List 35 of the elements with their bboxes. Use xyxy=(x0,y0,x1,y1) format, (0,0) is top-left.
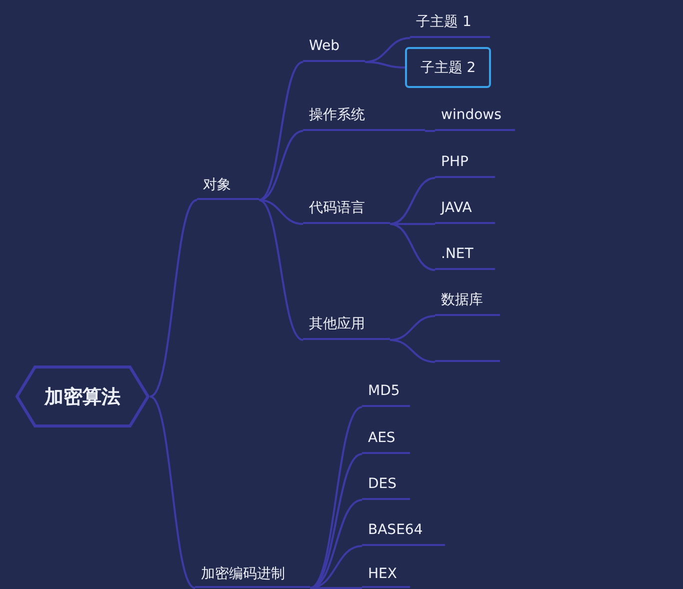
topic-label: .NET xyxy=(435,240,495,270)
branch-line xyxy=(425,130,435,132)
branch-line xyxy=(390,223,435,225)
topic-label: 代码语言 xyxy=(303,194,390,224)
topic-label: windows xyxy=(435,101,515,131)
topic-label: MD5 xyxy=(362,377,410,407)
topic-label: DES xyxy=(362,470,410,500)
branch-line xyxy=(364,61,406,68)
topic-label: HEX xyxy=(362,562,410,588)
topic-label: 子主题 1 xyxy=(410,8,490,38)
selected-topic-box: 子主题 2 xyxy=(405,47,491,88)
branch-line xyxy=(310,499,362,589)
branch-line xyxy=(390,223,436,271)
topic-label: BASE64 xyxy=(362,516,445,546)
branch-line xyxy=(390,339,436,363)
branch-line xyxy=(309,406,363,589)
branch-line xyxy=(149,396,196,589)
branch-line xyxy=(258,61,304,201)
topic-label: JAVA xyxy=(435,194,495,224)
topic-label: 加密编码进制 xyxy=(195,562,310,588)
topic-label: PHP xyxy=(435,148,495,178)
topic-label: Web xyxy=(303,32,365,62)
branch-line xyxy=(390,177,436,225)
topic-label: 其他应用 xyxy=(303,310,390,340)
topic-label: 对象 xyxy=(197,172,259,200)
branch-line xyxy=(310,453,362,589)
topic-label: AES xyxy=(362,424,410,454)
branch-line xyxy=(258,199,304,225)
topic-label: 数据库 xyxy=(435,286,500,316)
branch-line xyxy=(149,199,198,398)
branch-line xyxy=(310,587,362,589)
central-topic-hexagon: 加密算法 xyxy=(15,365,150,428)
branch-line xyxy=(258,199,304,341)
topic-label: 操作系统 xyxy=(303,101,425,131)
branch-line xyxy=(258,130,304,201)
